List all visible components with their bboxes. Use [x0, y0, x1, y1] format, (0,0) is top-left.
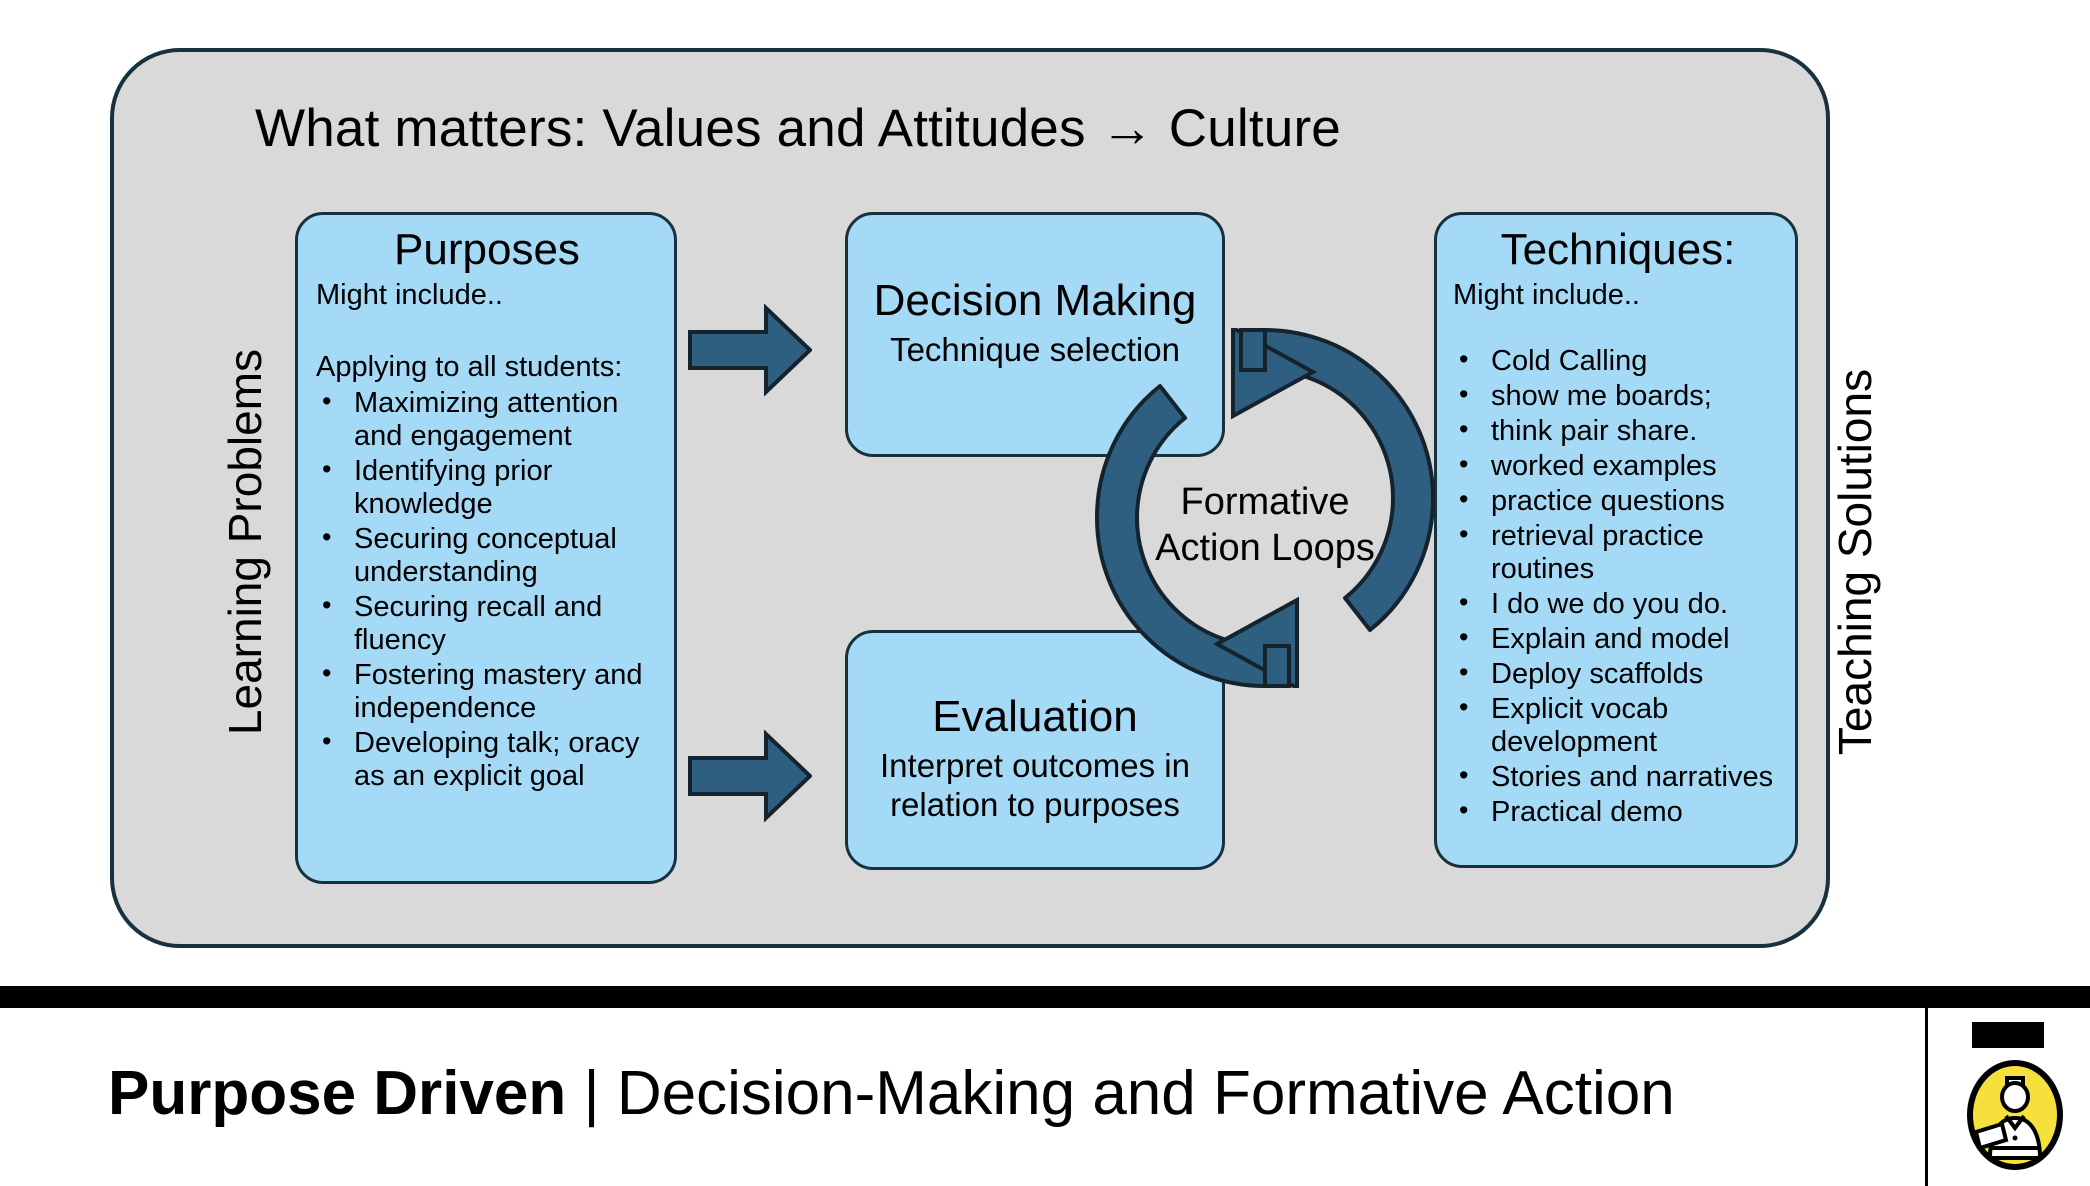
list-item: Securing recall and fluency	[316, 590, 658, 657]
list-item: Explain and model	[1453, 622, 1783, 656]
footer-title: Purpose Driven | Decision-Making and For…	[108, 1058, 1675, 1129]
list-item: worked examples	[1453, 449, 1783, 483]
list-item: I do we do you do.	[1453, 587, 1783, 621]
card-purposes-title: Purposes	[394, 225, 580, 274]
loop-label-line1: Formative	[1180, 481, 1350, 523]
card-evaluation-text: Evaluation Interpret outcomes in relatio…	[848, 692, 1222, 825]
card-techniques[interactable]: Techniques: Might include.. Cold Calling…	[1434, 212, 1798, 868]
footer-rule	[0, 986, 2090, 1008]
list-item: Deploy scaffolds	[1453, 657, 1783, 691]
list-item: Practical demo	[1453, 795, 1783, 829]
brand-logo	[1960, 1022, 2070, 1172]
list-item: Maximizing attention and engagement	[316, 386, 658, 453]
card-decision-making-text: Decision Making Technique selection	[848, 276, 1222, 370]
logo-bar	[1972, 1022, 2044, 1048]
footer-divider	[1925, 1008, 1928, 1186]
axis-label-learning-problems: Learning Problems	[219, 348, 271, 736]
card-techniques-bullet-list: Cold Calling show me boards; think pair …	[1453, 344, 1783, 830]
list-item: think pair share.	[1453, 414, 1783, 448]
list-item: Identifying prior knowledge	[316, 454, 658, 521]
arrow-right-icon-purposes-to-evaluation	[688, 730, 812, 822]
card-techniques-title: Techniques:	[1500, 225, 1736, 274]
card-purposes[interactable]: Purposes Might include.. Applying to all…	[295, 212, 677, 884]
teacher-figure-icon	[1967, 1060, 2063, 1170]
footer-title-separator: |	[566, 1059, 617, 1128]
list-item: Cold Calling	[1453, 344, 1783, 378]
list-item: retrieval practice routines	[1453, 519, 1783, 586]
card-evaluation-title: Evaluation	[932, 692, 1138, 741]
slide-canvas: What matters: Values and Attitudes → Cul…	[0, 0, 2090, 986]
card-evaluation[interactable]: Evaluation Interpret outcomes in relatio…	[845, 630, 1225, 870]
card-decision-making[interactable]: Decision Making Technique selection	[845, 212, 1225, 457]
list-item: Stories and narratives	[1453, 760, 1783, 794]
card-techniques-subhead: Might include..	[1453, 279, 1640, 312]
list-item: show me boards;	[1453, 379, 1783, 413]
axis-label-teaching-solutions: Teaching Solutions	[1829, 368, 1881, 756]
card-decision-making-title: Decision Making	[873, 276, 1197, 325]
card-evaluation-subtitle: Interpret outcomes in relation to purpos…	[880, 747, 1190, 824]
footer-title-strong: Purpose Driven	[108, 1059, 567, 1128]
list-item: Fostering mastery and independence	[316, 658, 658, 725]
card-purposes-subhead: Might include..	[316, 279, 503, 312]
card-purposes-bullet-list: Maximizing attention and engagement Iden…	[316, 386, 658, 794]
list-item: Securing conceptual understanding	[316, 522, 658, 589]
list-item: Developing talk; oracy as an explicit go…	[316, 726, 658, 793]
loop-label-line2: Action Loops	[1155, 526, 1375, 569]
card-purposes-lead: Applying to all students:	[316, 350, 623, 383]
list-item: Explicit vocab development	[1453, 692, 1783, 759]
arrow-right-icon-purposes-to-decision	[688, 304, 812, 396]
loop-label: Formative Action Loops	[1115, 480, 1415, 571]
footer-title-rest: Decision-Making and Formative Action	[616, 1059, 1675, 1128]
circular-loop-icon-formative-action	[1095, 328, 1435, 688]
list-item: practice questions	[1453, 484, 1783, 518]
page-title: What matters: Values and Attitudes → Cul…	[255, 99, 1341, 158]
card-decision-making-subtitle: Technique selection	[890, 331, 1180, 369]
footer-bar	[0, 1008, 2090, 1186]
